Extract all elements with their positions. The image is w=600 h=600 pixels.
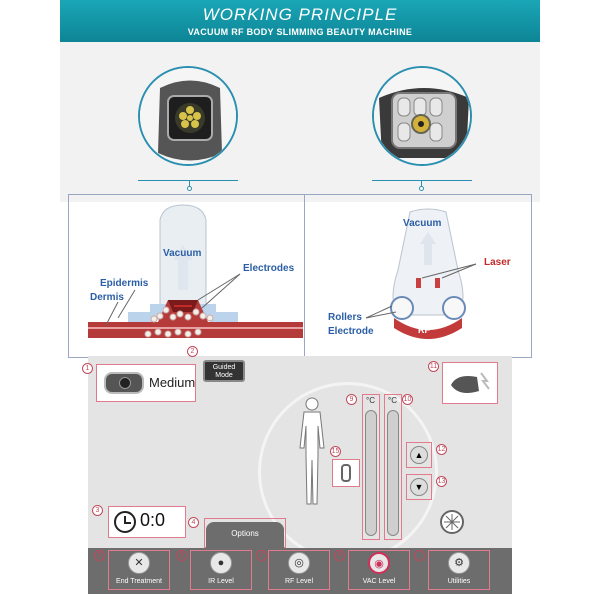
connector [372,180,472,181]
down-button-box[interactable]: ▼ [406,474,432,500]
header-banner: WORKING PRINCIPLE VACUUM RF BODY SLIMMIN… [60,0,540,42]
callout-1: 1 [82,363,93,374]
intensity-value: Medium [149,375,196,390]
callout-4: 4 [188,517,199,528]
clock-icon [114,511,136,533]
connector-dot [419,186,424,191]
guided-mode-label: Guided Mode [212,364,236,379]
handpiece-photo-right [372,66,472,166]
handpiece-select-icon [451,372,490,393]
arrow-down-icon: ▼ [410,478,428,496]
connector [421,180,422,188]
label-dermis: Dermis [90,292,124,303]
bulb-icon: ● [210,552,232,574]
rf-level-box[interactable] [268,550,330,590]
callout-5: 5 [94,550,105,561]
end-treatment-label: End Treatment [116,578,162,585]
callout-6: 6 [176,550,187,561]
callout-3: 3 [92,505,103,516]
callout-7: 7 [256,550,267,561]
temp-unit-1: °C [366,396,375,405]
connector-dot [187,186,192,191]
utilities-label: Utilities [447,578,471,585]
ir-level-box[interactable] [190,550,252,590]
label-epidermis: Epidermis [100,278,149,289]
label-rollers: Rollers [328,312,362,323]
temp-gauge-1 [362,394,380,540]
callout-15: 15 [330,446,341,457]
vac-level-box[interactable] [348,550,410,590]
handpiece-icon [104,372,144,394]
utilities-box[interactable] [428,550,490,590]
temp-gauge-2 [384,394,402,540]
dial-button[interactable] [440,510,464,534]
body-silhouette-icon [299,397,325,505]
vacuum-icon: ◉ [368,552,390,574]
rf-level-label: RF Level [284,578,313,585]
connector [138,180,238,181]
handpiece-select-box[interactable] [442,362,498,404]
handpiece-photo-left [138,66,238,166]
temp-unit-2: °C [388,396,397,405]
connector [189,180,190,188]
callout-8: 8 [334,550,345,561]
callout-12: 12 [436,444,447,455]
callout-10: 10 [402,394,413,405]
handpiece-front-icon [140,68,236,164]
rf-wave-icon: ◎ [288,552,310,574]
label-laser: Laser [484,257,511,268]
label-electrode: Electrode [328,326,374,337]
label-electrodes: Electrodes [243,263,295,274]
page-subtitle: VACUUM RF BODY SLIMMING BEAUTY MACHINE [187,27,413,37]
ir-level-label: IR Level [208,578,234,585]
handpiece-indicator[interactable] [332,459,360,487]
page-title: WORKING PRINCIPLE [202,5,398,24]
end-treatment-box[interactable] [108,550,170,590]
timer-value: 0:0 [140,510,166,530]
callout-11: 11 [428,361,439,372]
dial-icon [444,514,460,530]
temp-bar-1 [365,410,377,536]
callout-2: 2 [187,346,198,357]
close-icon: ✕ [128,552,150,574]
gear-icon: ⚙ [448,552,470,574]
callout-9b [414,550,425,561]
up-button-box[interactable]: ▲ [406,442,432,468]
label-rf: RF [418,325,430,335]
temp-bar-2 [387,410,399,536]
callout-13: 13 [436,476,447,487]
roller-laser-diagram [365,208,477,339]
vacuum-rf-skin-diagram [88,204,303,338]
label-vacuum-left: Vacuum [163,248,202,259]
callout-9: 9 [346,394,357,405]
options-tab[interactable]: Options [206,522,284,548]
options-label: Options [231,529,259,538]
arrow-up-icon: ▲ [410,446,428,464]
roller-head-icon [374,68,470,164]
label-vacuum-right: Vacuum [403,218,442,229]
vac-level-label: VAC Level [362,578,396,585]
guided-mode-button[interactable]: Guided Mode [203,360,245,382]
